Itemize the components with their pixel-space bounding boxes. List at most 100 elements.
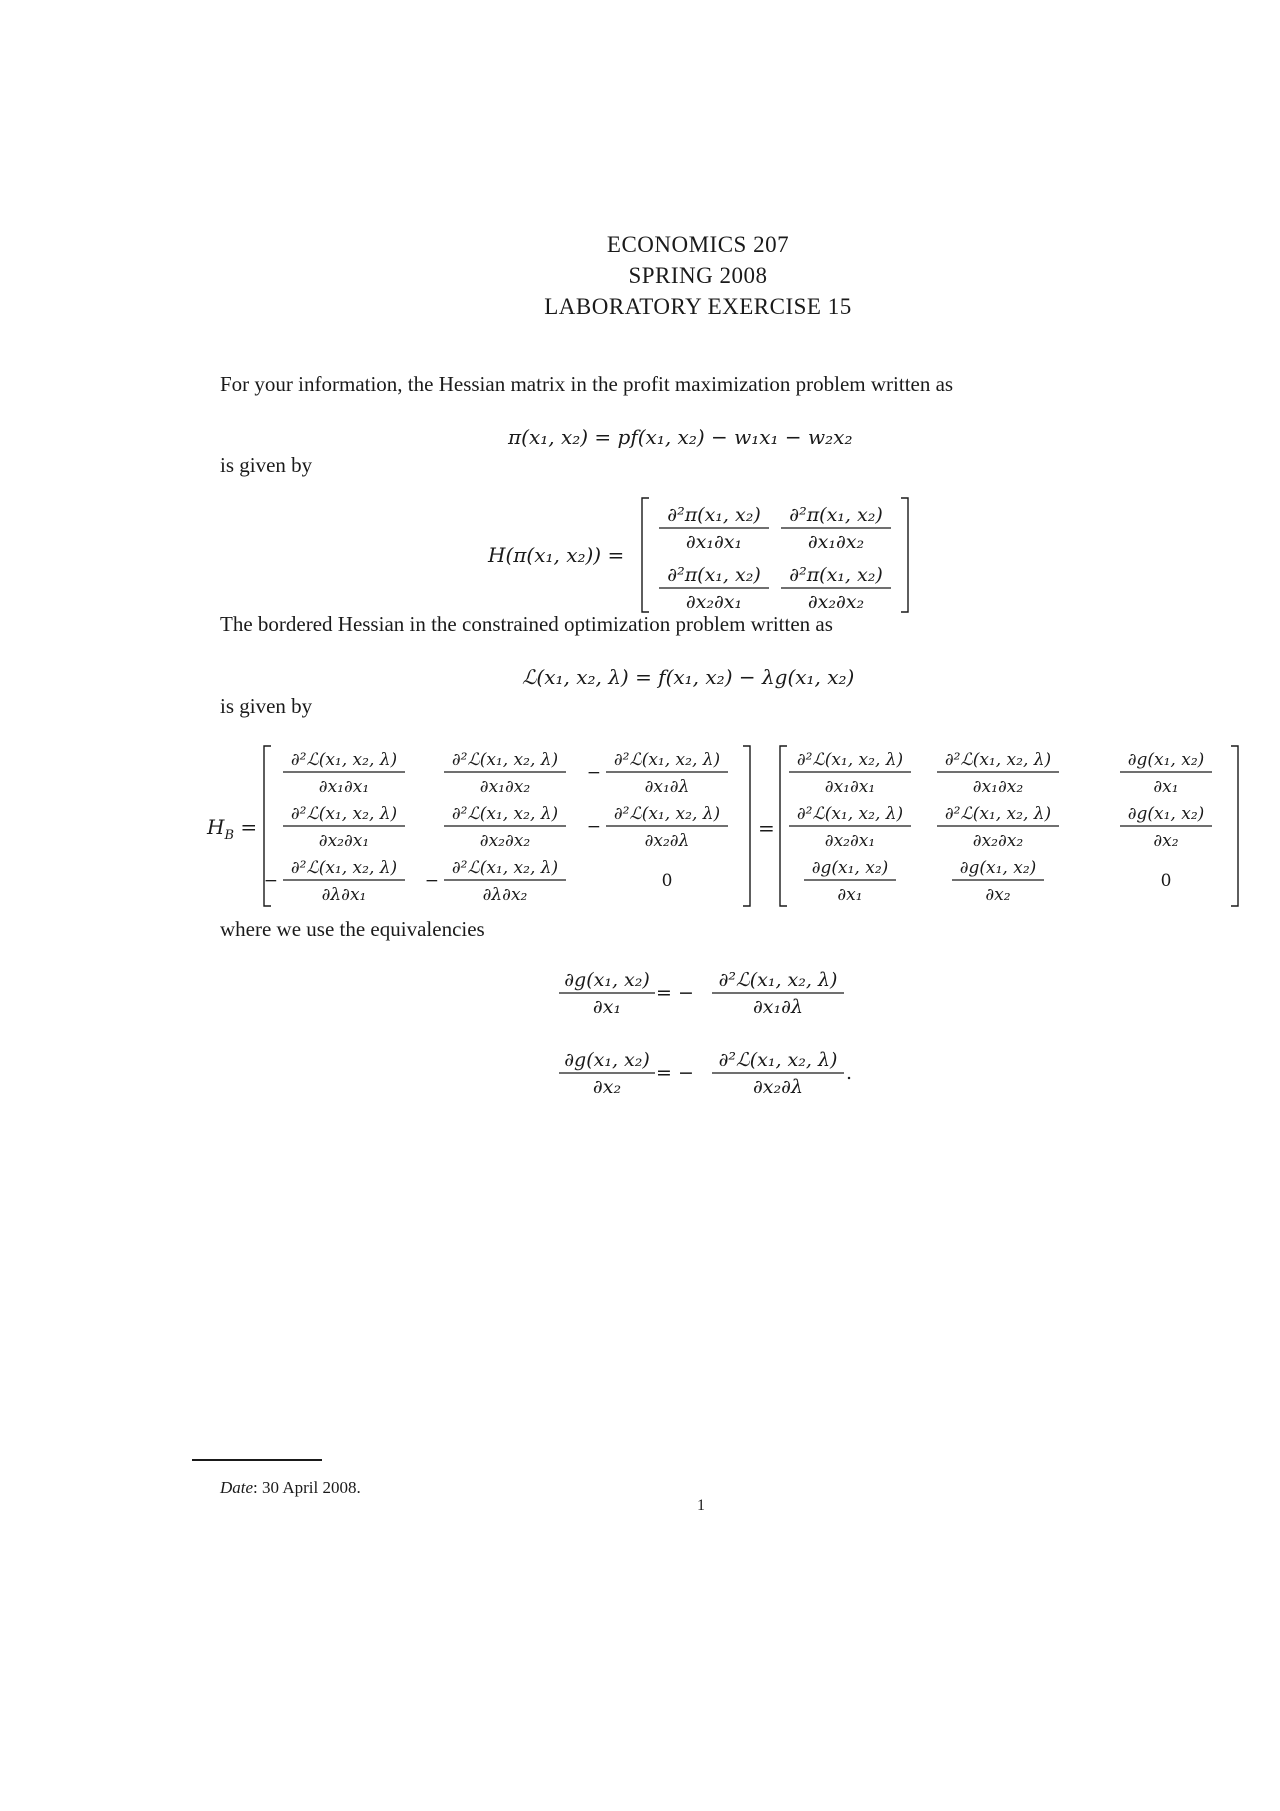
hb-left-entry-denominator: ∂x₁∂x₁: [319, 777, 369, 797]
equivalency-lhs: ∂g(x₁, x₂)∂x₂: [559, 1049, 655, 1098]
hb-subscript: B: [224, 828, 235, 843]
hessian-left-bracket: [641, 497, 649, 613]
equivalency-lhs-numerator: ∂g(x₁, x₂): [564, 969, 650, 991]
hb-left-entry: ∂²ℒ(x₁, x₂, λ) ∂x₂∂x₁: [283, 804, 405, 851]
hb-left-entry-numerator: ∂²ℒ(x₁, x₂, λ): [452, 804, 558, 824]
hb-left-entry-sign: −: [587, 817, 601, 837]
hb-left-entry-denominator: ∂x₁∂x₂: [480, 777, 531, 797]
equivalency-rhs-denominator: ∂x₂∂λ: [753, 1076, 803, 1098]
hb-left-entry-numerator: ∂²ℒ(x₁, x₂, λ): [291, 858, 397, 878]
equivalency-rhs: ∂²ℒ(x₁, x₂, λ) ∂x₁∂λ: [712, 969, 844, 1018]
hb-left-entry: 0: [662, 871, 673, 891]
hb-right-entry-denominator: ∂x₂∂x₂: [973, 831, 1024, 851]
title-line-2: SPRING 2008: [628, 263, 768, 288]
hb-left-entry-numerator: ∂²ℒ(x₁, x₂, λ): [291, 804, 397, 824]
equivalencies-paragraph: where we use the equivalencies: [220, 917, 485, 941]
page-number: 1: [697, 1497, 705, 1514]
hb-left-entry-numerator: ∂²ℒ(x₁, x₂, λ): [452, 750, 558, 770]
equivalency-lhs-numerator: ∂g(x₁, x₂): [564, 1049, 650, 1071]
title-line-3: LABORATORY EXERCISE 15: [544, 294, 852, 319]
hb-right-left-bracket: [779, 745, 787, 907]
hb-right-entry-denominator: ∂x₂: [985, 885, 1010, 905]
hb-equals: =: [240, 815, 258, 839]
hb-right-entry-denominator: ∂x₂: [1153, 831, 1178, 851]
footnote-date: Date: 30 April 2008.: [220, 1478, 361, 1498]
hb-left-entry-denominator: ∂x₂∂x₁: [319, 831, 369, 851]
footnote-rule: [192, 1459, 322, 1461]
hb-left-entry-numerator: ∂²ℒ(x₁, x₂, λ): [614, 750, 720, 770]
hb-left-entry: ∂²ℒ(x₁, x₂, λ) ∂x₁∂x₂: [444, 750, 566, 797]
hessian-entry: ∂²π(x₁, x₂) ∂x₁∂x₁: [659, 504, 769, 553]
hb-right-entry-numerator: ∂g(x₁, x₂): [1128, 804, 1205, 824]
hessian-entry: ∂²π(x₁, x₂) ∂x₁∂x₂: [781, 504, 891, 553]
bordered-hessian-right-matrix: ∂²ℒ(x₁, x₂, λ)∂x₁∂x₁∂²ℒ(x₁, x₂, λ)∂x₁∂x₂…: [779, 745, 1239, 907]
hb-symbol: H: [207, 815, 225, 839]
lagrangian-equation: ℒ(x₁, x₂, λ) = f(x₁, x₂) − λg(x₁, x₂): [522, 665, 855, 689]
hb-left-entry: ∂²ℒ(x₁, x₂, λ) ∂x₂∂x₂: [444, 804, 566, 851]
bordered-paragraph: The bordered Hessian in the constrained …: [220, 612, 833, 636]
hb-right-entry-numerator: ∂g(x₁, x₂): [960, 858, 1037, 878]
hb-left-left-bracket: [263, 745, 271, 907]
hb-left-entry-denominator: ∂λ∂x₁: [322, 885, 367, 905]
hessian-entry-denominator: ∂x₁∂x₁: [686, 531, 742, 553]
date-value: : 30 April 2008.: [253, 1478, 361, 1497]
bordered-hessian-middle-equals: =: [758, 816, 775, 840]
equivalency-relation: = −: [656, 982, 694, 1004]
hb-right-entry-denominator: ∂x₁∂x₂: [973, 777, 1024, 797]
equivalency-rhs-denominator: ∂x₁∂λ: [753, 996, 803, 1018]
equivalency-rhs-numerator: ∂²ℒ(x₁, x₂, λ): [719, 1049, 838, 1071]
hb-left-entry-numerator: ∂²ℒ(x₁, x₂, λ): [614, 804, 720, 824]
hb-left-entry-denominator: ∂x₂∂x₂: [480, 831, 531, 851]
hb-right-entry: ∂g(x₁, x₂) ∂x₁: [1120, 750, 1212, 797]
hessian-entry: ∂²π(x₁, x₂)∂x₂∂x₂: [781, 564, 891, 613]
hb-right-entry-denominator: ∂x₂∂x₁: [825, 831, 875, 851]
equivalency-period: .: [846, 1062, 852, 1084]
hb-right-entry: ∂g(x₁, x₂) ∂x₂: [1120, 804, 1212, 851]
hb-right-right-bracket: [1231, 745, 1239, 907]
hessian-entry-denominator: ∂x₁∂x₂: [808, 531, 864, 553]
hessian-entry-numerator: ∂²π(x₁, x₂): [667, 564, 761, 586]
hb-right-entry: ∂²ℒ(x₁, x₂, λ) ∂x₁∂x₂: [937, 750, 1059, 797]
hb-right-entry: ∂²ℒ(x₁, x₂, λ)∂x₂∂x₁: [789, 804, 911, 851]
hb-left-entry-value: 0: [662, 871, 673, 891]
hb-right-entry-numerator: ∂²ℒ(x₁, x₂, λ): [945, 804, 1051, 824]
hb-right-entry-denominator: ∂x₁: [1153, 777, 1178, 797]
hessian-entry-denominator: ∂x₂∂x₁: [686, 591, 742, 613]
hb-left-entry: ∂²ℒ(x₁, x₂, λ)∂x₁∂x₁: [283, 750, 405, 797]
hb-left-entry: −∂²ℒ(x₁, x₂, λ) ∂λ∂x₁: [264, 858, 405, 905]
hb-right-entry-numerator: ∂²ℒ(x₁, x₂, λ): [945, 750, 1051, 770]
hb-left-entry-denominator: ∂x₁∂λ: [645, 777, 690, 797]
hb-left-entry: −∂²ℒ(x₁, x₂, λ)∂λ∂x₂: [425, 858, 566, 905]
intro-paragraph: For your information, the Hessian matrix…: [220, 372, 954, 396]
bordered-hessian-left-matrix: ∂²ℒ(x₁, x₂, λ)∂x₁∂x₁∂²ℒ(x₁, x₂, λ)∂x₁∂x₂…: [263, 745, 751, 907]
hessian-entry-denominator: ∂x₂∂x₂: [808, 591, 864, 613]
hb-left-entry-sign: −: [425, 871, 439, 891]
hb-left-entry: −∂²ℒ(x₁, x₂, λ) ∂x₁∂λ: [587, 750, 728, 797]
hb-right-entry: 0: [1161, 871, 1172, 891]
equivalency-lhs: ∂g(x₁, x₂)∂x₁: [559, 969, 655, 1018]
hb-left-entry-sign: −: [264, 871, 278, 891]
hb-right-entry-denominator: ∂x₁∂x₁: [825, 777, 875, 797]
bordered-hessian-lhs: HB =: [207, 815, 257, 843]
hb-right-entry: ∂²ℒ(x₁, x₂, λ) ∂x₁∂x₁: [789, 750, 911, 797]
hessian-lhs: H(π(x₁, x₂)) =: [488, 543, 625, 567]
hb-left-entry: −∂²ℒ(x₁, x₂, λ) ∂x₂∂λ: [587, 804, 728, 851]
hb-left-entry-denominator: ∂λ∂x₂: [483, 885, 528, 905]
hb-left-right-bracket: [743, 745, 751, 907]
hessian-entry: ∂²π(x₁, x₂) ∂x₂∂x₁: [659, 564, 769, 613]
hb-left-entry-sign: −: [587, 763, 601, 783]
hessian-entry-numerator: ∂²π(x₁, x₂): [667, 504, 761, 526]
hessian-right-bracket: [901, 497, 909, 613]
hessian-entry-numerator: ∂²π(x₁, x₂): [789, 504, 883, 526]
given-by-label-1: is given by: [220, 453, 313, 477]
hb-right-entry-value: 0: [1161, 871, 1172, 891]
date-label: Date: [220, 1478, 254, 1497]
hb-right-entry-denominator: ∂x₁: [837, 885, 862, 905]
hb-left-entry-denominator: ∂x₂∂λ: [645, 831, 690, 851]
hb-right-entry: ∂g(x₁, x₂) ∂x₂: [952, 858, 1044, 905]
hb-right-entry-numerator: ∂²ℒ(x₁, x₂, λ): [797, 750, 903, 770]
hb-right-entry-numerator: ∂g(x₁, x₂): [1128, 750, 1205, 770]
profit-equation: π(x₁, x₂) = pf(x₁, x₂) − w₁x₁ − w₂x₂: [508, 425, 853, 449]
equivalency-rhs-numerator: ∂²ℒ(x₁, x₂, λ): [719, 969, 838, 991]
hb-right-entry: ∂²ℒ(x₁, x₂, λ) ∂x₂∂x₂: [937, 804, 1059, 851]
